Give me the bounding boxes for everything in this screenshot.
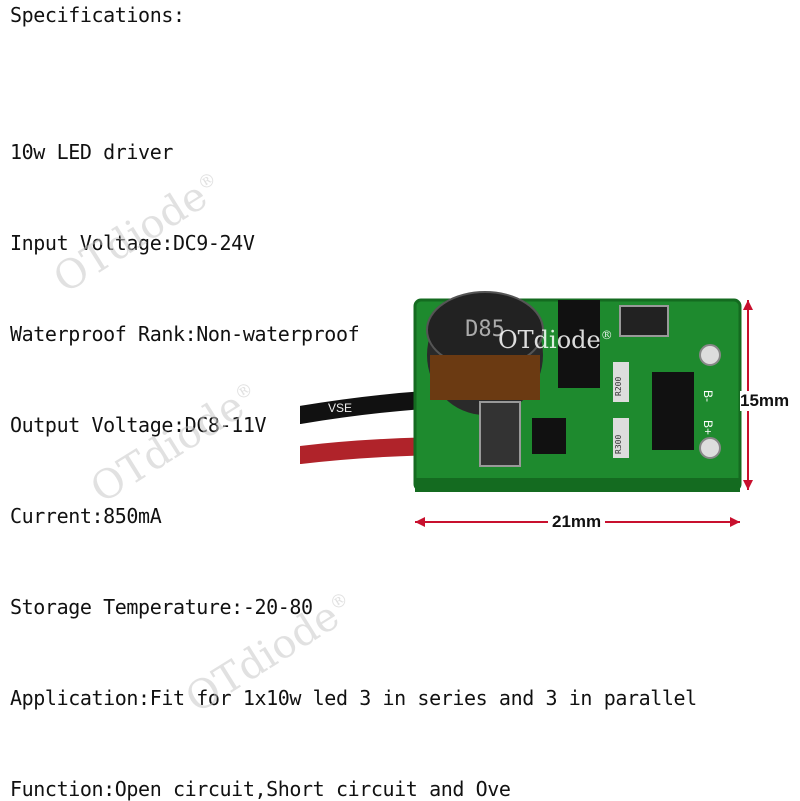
height-arrow-bottom: [743, 480, 753, 490]
watermark-logo: OTdiode®: [82, 378, 258, 513]
height-arrow-top: [743, 300, 753, 310]
transistor-u1: [532, 418, 566, 454]
inductor-winding: [430, 355, 540, 400]
board-watermark: OTdiode®: [498, 326, 613, 354]
spec-current: Current:850mA: [10, 504, 162, 528]
spec-input-voltage: Input Voltage:DC9-24V: [10, 231, 255, 255]
resistor-marking-r2: R300: [614, 435, 623, 454]
width-arrow-right: [730, 517, 740, 527]
diode-d1: [652, 372, 694, 450]
terminal-plus-label: B+: [701, 420, 715, 435]
spec-application: Application:Fit for 1x10w led 3 in serie…: [10, 686, 697, 710]
wire-marking: VSE: [328, 401, 352, 415]
spec-function: Function:Open circuit,Short circuit and …: [10, 777, 511, 801]
led-driver-board-illustration: VSE D85 R200 R300 B- B+ 150520: [291, 291, 753, 533]
pcb-edge: [415, 478, 740, 492]
height-dimension-label: 15mm: [740, 391, 790, 411]
width-arrow-left: [415, 517, 425, 527]
resistor-r2: [613, 418, 629, 458]
spec-output-voltage: Output Voltage:DC8-11V: [10, 413, 267, 437]
pad-b-plus: [699, 437, 721, 459]
width-dimension-label: 21mm: [548, 512, 606, 532]
terminal-minus-label: B-: [701, 390, 715, 402]
ic-chip: [558, 300, 600, 388]
capacitor-smd: [619, 305, 669, 337]
led-driver-board-photo: VSE D85 R200 R300 B- B+ 150520: [291, 260, 800, 540]
specs-heading: Specifications:: [10, 3, 185, 27]
spec-waterproof-rank: Waterproof Rank:Non-waterproof: [10, 322, 360, 346]
spec-product-type: 10w LED driver: [10, 140, 173, 164]
spec-storage-temperature: Storage Temperature:-20-80: [10, 595, 313, 619]
pad-b-minus: [699, 344, 721, 366]
capacitor-c2: [479, 401, 521, 467]
inductor-marking: D85: [465, 317, 505, 342]
resistor-marking-r1: R200: [614, 377, 623, 396]
resistor-r1: [613, 362, 629, 402]
